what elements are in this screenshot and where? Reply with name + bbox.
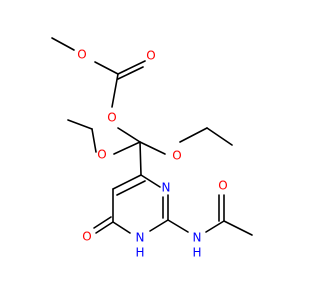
oxygen-atom-label: O (97, 148, 106, 162)
bond (206, 127, 233, 146)
hydrogen-atom-label: H (192, 246, 201, 260)
structure-drawing: O O O O O N N H N H O O (51, 37, 253, 260)
molecule-canvas: O O O O O N N H N H O O (51, 37, 253, 260)
bond (149, 219, 169, 232)
bond (111, 73, 119, 108)
bond (139, 141, 166, 155)
bond (93, 216, 112, 229)
bond (112, 174, 142, 190)
oxygen-atom-label: O (172, 149, 181, 163)
nitrogen-atom-label: N (162, 181, 171, 195)
bond (117, 66, 144, 80)
bond (113, 141, 141, 155)
bond-layer (51, 37, 253, 236)
bond (223, 220, 253, 236)
bond (139, 141, 142, 176)
bond (91, 128, 97, 153)
oxygen-atom-label: O (107, 111, 116, 125)
bond (205, 220, 225, 233)
hydrogen-atom-label: H (135, 246, 144, 260)
bond (116, 180, 146, 196)
oxygen-atom-label: O (146, 49, 155, 63)
bond (117, 127, 141, 143)
bond (95, 221, 114, 234)
bond (179, 127, 208, 143)
oxygen-atom-label: O (77, 48, 86, 62)
bond (117, 60, 146, 75)
oxygen-atom-label: O (218, 179, 227, 193)
bond (67, 119, 93, 130)
atom-layer: O O O O O N N H N H O O (77, 48, 227, 260)
nitrogen-atom-label: N (193, 231, 202, 245)
oxygen-atom-label: O (82, 230, 91, 244)
bond (112, 221, 131, 234)
bond (167, 219, 189, 233)
bond (94, 61, 119, 75)
bond (140, 174, 161, 188)
nitrogen-atom-label: N (136, 231, 145, 245)
bond (51, 37, 75, 51)
